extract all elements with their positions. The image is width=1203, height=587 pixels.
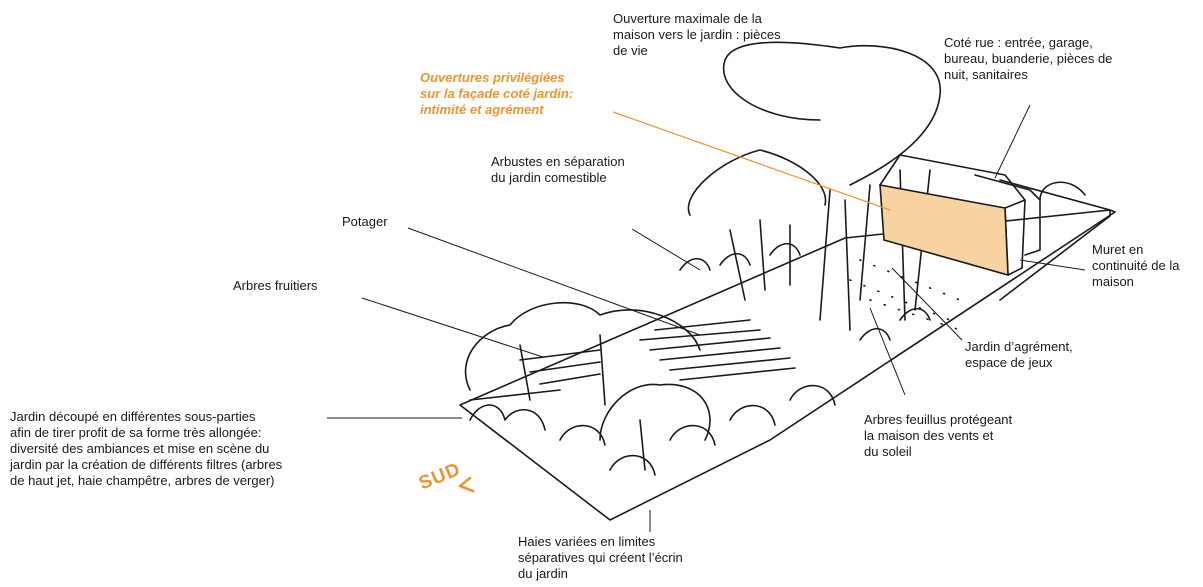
plot-outline — [459, 209, 1116, 521]
label-arbres-fruitiers: Arbres fruitiers — [233, 278, 318, 293]
house-roof — [879, 154, 1026, 209]
label-haies: Haies variées en limites séparatives qui… — [518, 534, 683, 581]
label-ouvertures-privilegiees: Ouvertures privilégiées sur la façade co… — [420, 70, 574, 117]
leader-fruitiers — [361, 297, 544, 358]
tree-trunk-1 — [819, 184, 871, 331]
fruit-trees — [464, 301, 701, 406]
arbustes — [687, 149, 827, 301]
field-furrows — [469, 349, 601, 401]
leader-agrement — [891, 267, 963, 341]
big-tree — [722, 41, 941, 186]
hedge-right — [859, 181, 1086, 341]
leader-feuillus — [869, 307, 906, 396]
label-arbustes: Arbustes en séparation du jardin comesti… — [491, 154, 625, 185]
house-facade — [879, 184, 1009, 277]
label-potager: Potager — [342, 214, 388, 229]
agrement-dots — [849, 259, 961, 331]
leader-arbustes — [631, 228, 701, 271]
sud-arrow-icon — [458, 476, 475, 493]
leader-ouvertures — [612, 111, 891, 211]
label-cote-rue: Coté rue : entrée, garage, bureau, buand… — [944, 35, 1113, 82]
mid-trees — [599, 383, 711, 471]
leader-muret — [1019, 259, 1086, 271]
label-ouverture-max: Ouverture maximale de la maison vers le … — [613, 11, 781, 58]
label-jardin-agrement: Jardin d’agrément, espace de jeux — [965, 339, 1073, 370]
muret-wall — [999, 179, 1111, 301]
label-muret: Muret en continuité de la maison — [1092, 242, 1180, 289]
hedge-south — [469, 384, 836, 476]
label-jardin-decoupe: Jardin découpé en différentes sous-parti… — [10, 409, 283, 488]
leader-cote-rue — [994, 104, 1031, 179]
label-arbres-feuillus: Arbres feuillus protégeant la maison des… — [864, 412, 1013, 459]
leader-potager — [407, 227, 701, 336]
potager-furrows — [639, 319, 796, 381]
hedge-north — [679, 242, 801, 271]
